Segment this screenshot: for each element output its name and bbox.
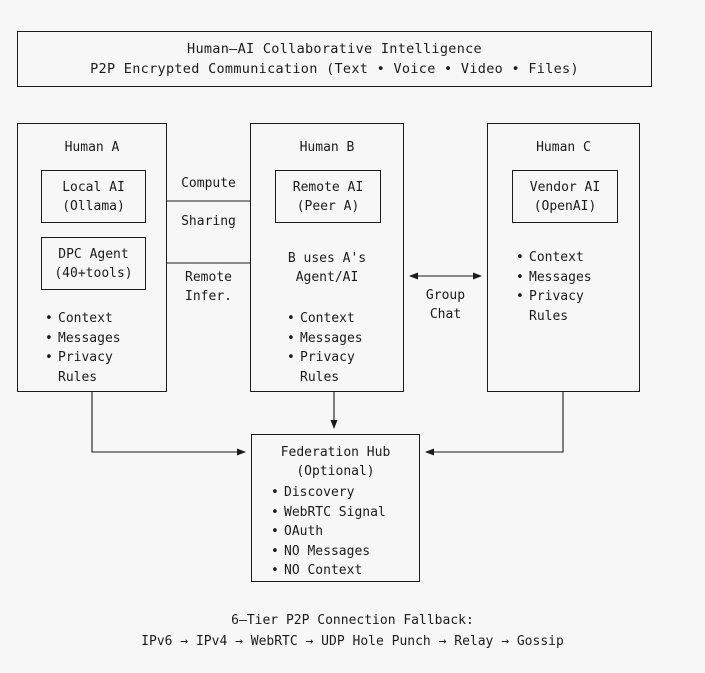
list-item: Rules <box>529 308 569 324</box>
human-a-capability-list: Context Messages Privacy Rules <box>45 309 121 387</box>
list-item: Rules <box>58 369 98 385</box>
banner-line-1: Human–AI Collaborative Intelligence <box>187 41 482 57</box>
list-item: Context <box>287 309 363 329</box>
human-a-title: Human A <box>64 140 120 155</box>
edge-label-group-chat: Group Chat <box>425 288 466 322</box>
local-ai-line-2: (Ollama) <box>62 198 125 214</box>
list-item: Discovery <box>271 483 419 503</box>
edge-label-sharing: Sharing <box>181 214 236 229</box>
footer-line-1: 6–Tier P2P Connection Fallback: <box>231 613 474 628</box>
list-item: NO Context <box>271 561 419 581</box>
remote-ai-line-2: (Peer A) <box>296 198 360 214</box>
banner-line-2: P2P Encrypted Communication (Text • Voic… <box>90 61 579 77</box>
wire-c-to-hub <box>425 392 564 456</box>
wire-a-to-hub <box>91 392 246 456</box>
dpc-agent-line-1: DPC Agent <box>58 246 129 262</box>
node-federation-hub: Federation Hub (Optional) Discovery WebR… <box>251 434 420 582</box>
vendor-ai-line-1: Vendor AI <box>529 179 601 195</box>
list-item: NO Messages <box>271 542 419 562</box>
footer-line-2: IPv6 → IPv4 → WebRTC → UDP Hole Punch → … <box>141 634 564 649</box>
list-item: Privacy <box>287 348 363 368</box>
human-b-capability-list: Context Messages Privacy Rules <box>287 309 363 387</box>
node-vendor-ai: Vendor AI (OpenAI) <box>512 170 618 223</box>
footer-fallback-chain: 6–Tier P2P Connection Fallback: IPv6 → I… <box>0 610 705 652</box>
hub-title-line-1: Federation Hub <box>280 445 391 460</box>
list-item: OAuth <box>271 522 419 542</box>
list-item: WebRTC Signal <box>271 503 419 523</box>
list-item: Privacy <box>45 348 121 368</box>
node-human-a: Human A Local AI (Ollama) DPC Agent (40+… <box>17 123 167 392</box>
hub-title-line-2: (Optional) <box>296 464 375 479</box>
edge-label-remote-inference: Remote Infer. <box>185 270 232 304</box>
node-human-c: Human C Vendor AI (OpenAI) Context Messa… <box>487 123 640 392</box>
list-item: Context <box>45 309 121 329</box>
human-b-delegation-note: B uses A's Agent/AI <box>287 251 367 285</box>
list-item: Privacy <box>516 287 592 307</box>
edge-label-compute: Compute <box>181 176 236 191</box>
remote-ai-line-1: Remote AI <box>292 179 364 195</box>
list-item: Messages <box>287 329 363 349</box>
list-item: Messages <box>45 329 121 349</box>
node-human-b: Human B Remote AI (Peer A) B uses A's Ag… <box>250 123 404 392</box>
node-remote-ai: Remote AI (Peer A) <box>275 170 381 223</box>
list-item: Messages <box>516 268 592 288</box>
human-b-title: Human B <box>299 140 355 155</box>
header-banner: Human–AI Collaborative Intelligence P2P … <box>17 31 652 87</box>
human-c-capability-list: Context Messages Privacy Rules <box>516 248 592 326</box>
local-ai-line-1: Local AI <box>62 179 125 195</box>
human-c-title: Human C <box>536 140 591 155</box>
vendor-ai-line-2: (OpenAI) <box>533 198 597 214</box>
list-item: Context <box>516 248 592 268</box>
dpc-agent-line-2: (40+tools) <box>54 265 133 281</box>
hub-feature-list: Discovery WebRTC Signal OAuth NO Message… <box>271 483 419 581</box>
node-dpc-agent: DPC Agent (40+tools) <box>41 237 146 290</box>
list-item: Rules <box>300 369 340 385</box>
node-local-ai: Local AI (Ollama) <box>41 170 146 223</box>
